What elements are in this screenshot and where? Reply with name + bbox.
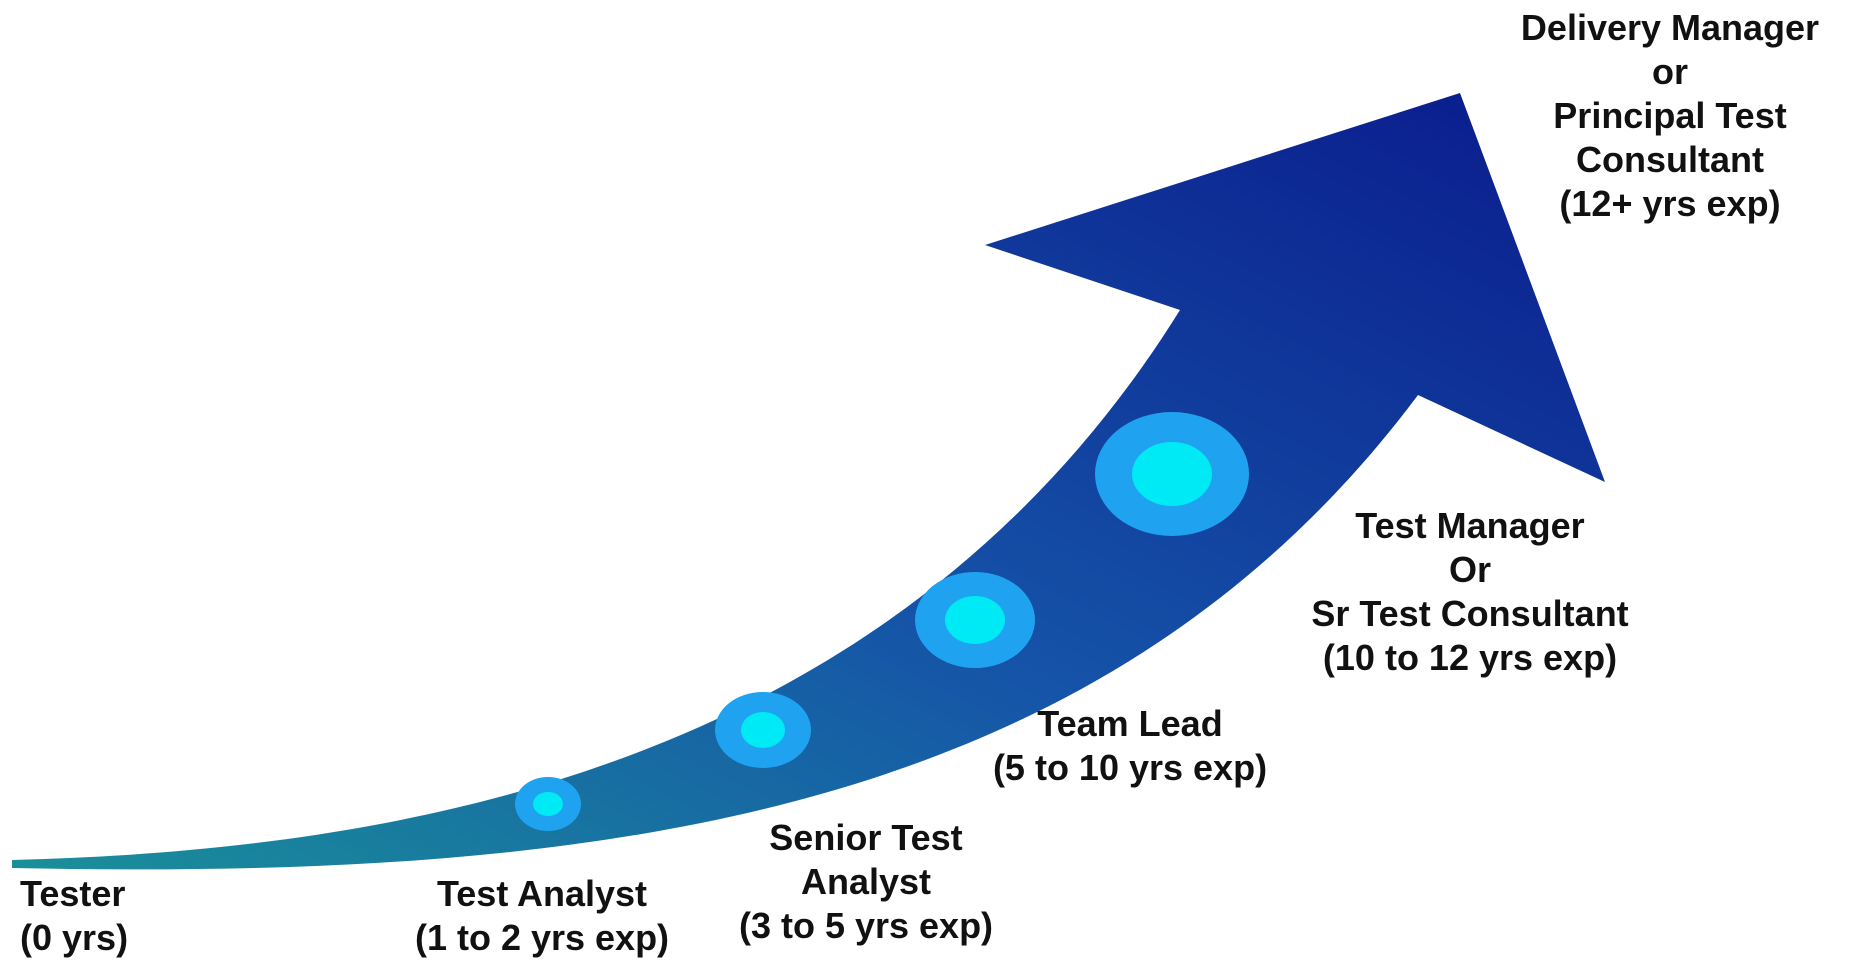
milestone-dots	[515, 412, 1249, 831]
stage-experience: (0 yrs)	[20, 917, 129, 958]
stage-label-test-analyst: Test Analyst (1 to 2 yrs exp)	[392, 872, 692, 960]
stage-title: Team Lead	[1037, 703, 1223, 744]
stage-label-senior-test-analyst: Senior Test Analyst (3 to 5 yrs exp)	[716, 816, 1016, 948]
milestone-dot-test-manager	[1095, 412, 1249, 536]
milestone-dot-team-lead	[915, 572, 1035, 668]
stage-label-delivery-manager: Delivery Manager or Principal Test Consu…	[1480, 6, 1860, 226]
stage-title: Senior Test	[769, 817, 963, 858]
stage-conjunction: or	[1652, 51, 1688, 92]
growth-arrow	[12, 93, 1605, 870]
stage-experience: (5 to 10 yrs exp)	[992, 747, 1268, 788]
stage-title: Delivery Manager	[1520, 7, 1820, 48]
milestone-dot-senior-test-analyst	[715, 692, 811, 768]
stage-experience: (10 to 12 yrs exp)	[1322, 637, 1618, 678]
stage-title-alt: Principal Test	[1553, 95, 1787, 136]
stage-label-team-lead: Team Lead (5 to 10 yrs exp)	[960, 702, 1300, 790]
stage-experience: (12+ yrs exp)	[1559, 183, 1781, 224]
stage-experience: (1 to 2 yrs exp)	[414, 917, 670, 958]
stage-title: Analyst	[800, 861, 932, 902]
stage-title-alt: Sr Test Consultant	[1311, 593, 1629, 634]
stage-title-alt: Consultant	[1576, 139, 1764, 180]
stage-label-tester: Tester (0 yrs)	[20, 872, 128, 960]
milestone-dot-test-analyst	[515, 777, 581, 831]
stage-title: Tester	[20, 873, 126, 914]
stage-label-test-manager: Test Manager Or Sr Test Consultant (10 t…	[1270, 504, 1670, 680]
stage-conjunction: Or	[1448, 549, 1491, 590]
stage-title: Test Manager	[1355, 505, 1585, 546]
stage-experience: (3 to 5 yrs exp)	[738, 905, 994, 946]
stage-title: Test Analyst	[436, 873, 648, 914]
